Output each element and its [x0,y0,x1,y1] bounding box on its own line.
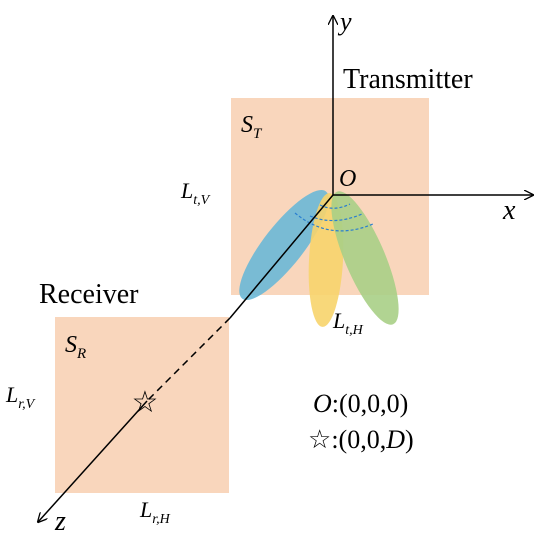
wavefront-arc [319,203,351,209]
z-axis-label: z [54,506,66,537]
receiver-horizontal-side-label: Lr,H [139,497,171,527]
x-axis-label: x [502,195,516,226]
receiver-surface-label: SR [65,332,86,362]
receiver-surface-panel [55,317,229,493]
transmitter-horizontal-side-label: Lt,H [332,308,364,338]
z-axis-lower [38,400,148,522]
star-coordinates-label: ☆:(0,0,D) [308,425,414,454]
legend-star-icon: ☆ [308,425,331,454]
receiver-vertical-side-label: Lr,V [5,382,36,412]
origin-coordinates-label: O:(0,0,0) [313,389,408,418]
z-axis-upper [229,194,334,319]
y-axis-label: y [337,7,352,36]
transmitter-vertical-side-label: Lt,V [180,178,211,208]
z-axis-dashed-segment [146,317,231,402]
transmitter-title: Transmitter [343,64,473,95]
wavefront-arc [294,212,374,232]
wavefront-arcs [294,203,374,232]
beam-blue [239,190,329,300]
origin-label: O [339,166,356,192]
transmitter-surface-label: ST [241,112,263,142]
wavefront-arc [309,213,363,222]
receiver-star-icon: ☆ [132,386,159,419]
receiver-title: Receiver [39,279,139,310]
beam-green [331,191,399,325]
